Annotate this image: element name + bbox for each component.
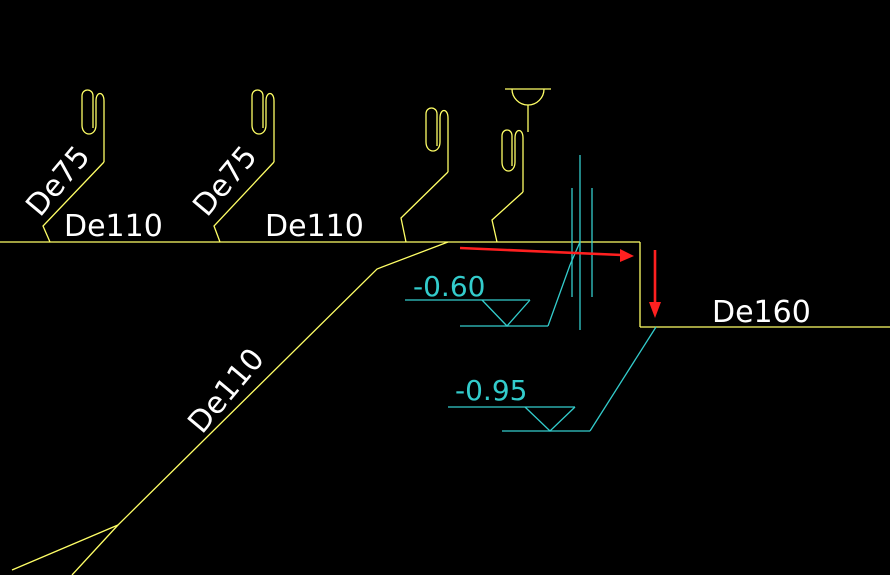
arrow-down-icon [649, 250, 661, 318]
arrow-right-icon [459, 246, 634, 262]
elevation-mark-upper [405, 241, 581, 327]
p-trap-icon [251, 89, 275, 162]
p-trap-icon [425, 107, 449, 172]
elevation-label-lower: -0.95 [455, 374, 527, 407]
pipe-label-main-1: De110 [64, 209, 163, 244]
p-trap-icon [501, 129, 524, 192]
p-trap-icon [81, 89, 105, 162]
branch-pipe-2 [213, 89, 275, 243]
diagonal-pipe [11, 241, 449, 575]
branch-pipe-4 [491, 88, 551, 243]
pipe-label-branch-2: De75 [186, 140, 264, 224]
main-pipe [0, 241, 890, 328]
elevation-mark-lower [448, 326, 657, 432]
branch-pipe-3 [400, 107, 449, 243]
floor-drain-icon [505, 88, 551, 132]
elevation-label-upper: -0.60 [413, 270, 485, 303]
pipe-label-diagonal: De110 [181, 342, 271, 440]
branch-pipe-1 [42, 89, 105, 243]
pipe-label-main-2: De110 [265, 209, 364, 244]
pipe-label-outlet: De160 [712, 295, 811, 330]
